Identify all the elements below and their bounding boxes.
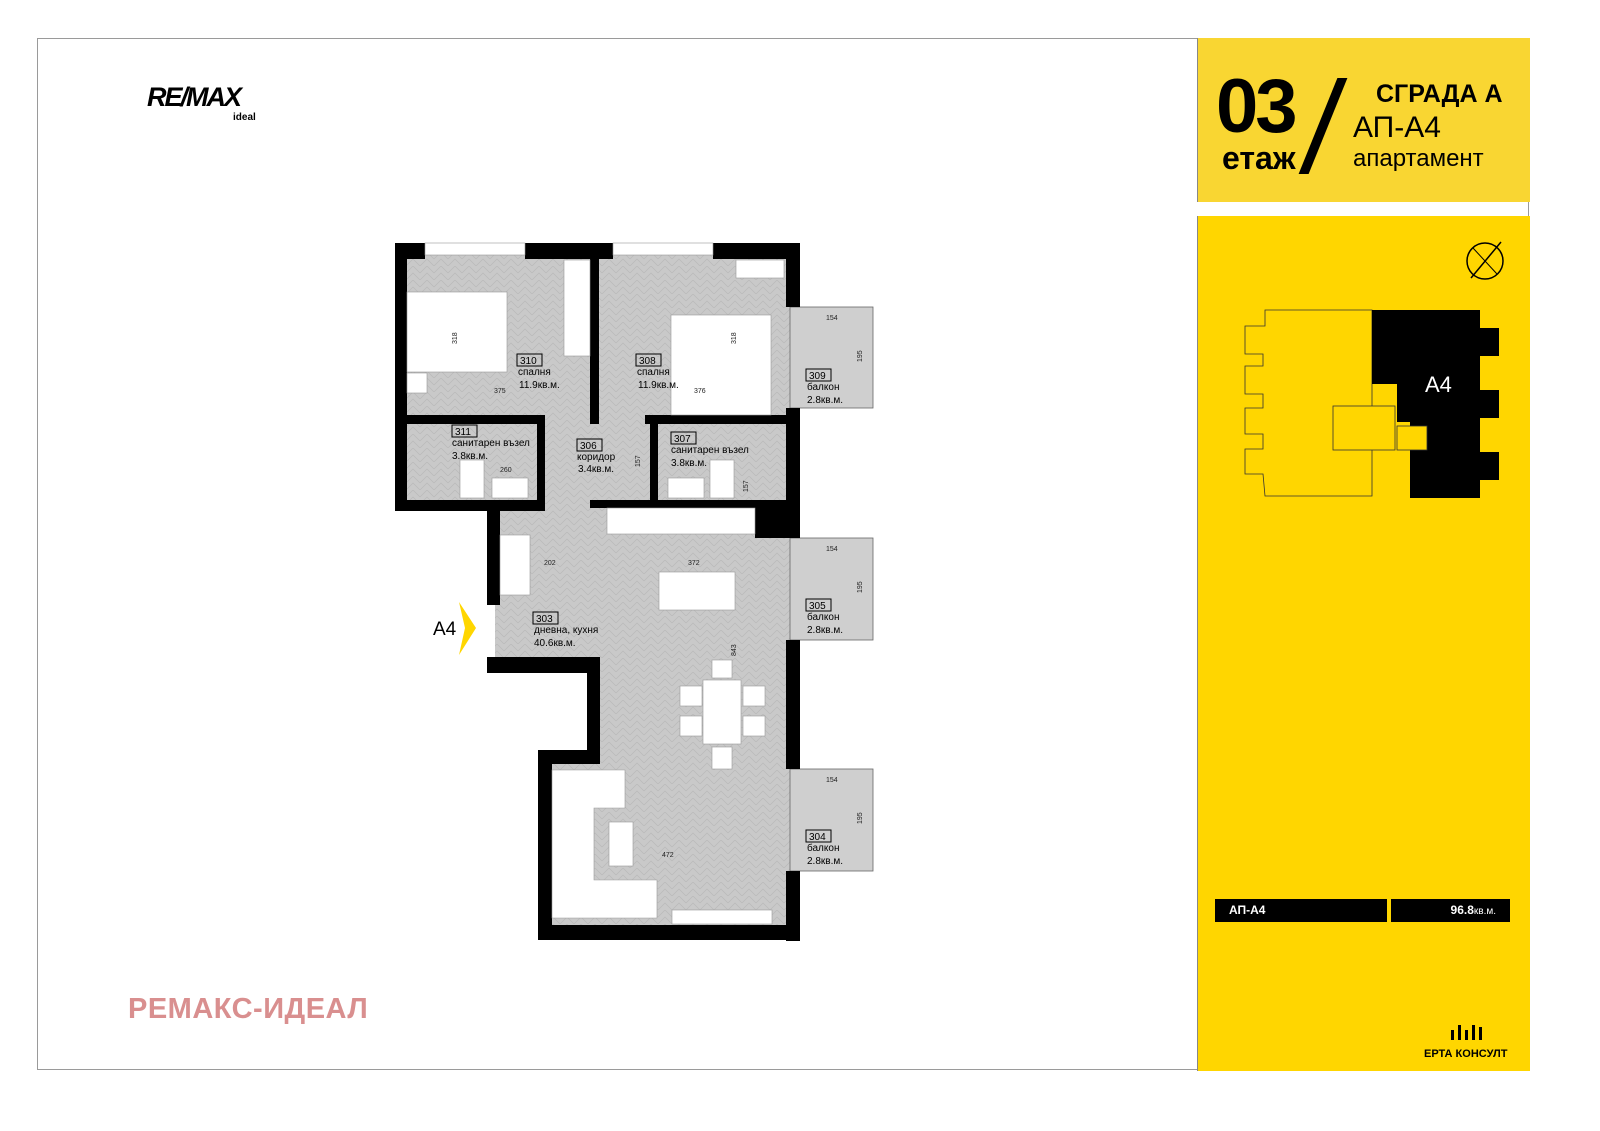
room-number: 309 <box>809 371 826 382</box>
key-plan-unit-a4 <box>1372 310 1499 498</box>
entrance-arrow-icon <box>459 602 476 655</box>
room-area: 3.8кв.м. <box>452 451 488 462</box>
building-name: СГРАДА А <box>1376 80 1503 108</box>
room-306: 306 коридор 3.4кв.м. <box>576 438 616 475</box>
entrance-label: А4 <box>433 619 457 640</box>
room-number: 308 <box>639 356 656 367</box>
room-310: 310 спалня 11.9кв.м. <box>516 353 560 391</box>
apartment-label: апартамент <box>1353 145 1484 172</box>
room-area: 2.8кв.м. <box>807 625 843 636</box>
room-303: 303 дневна, кухня 40.6кв.м. <box>532 611 598 649</box>
key-plan-unit-label: А4 <box>1425 372 1452 397</box>
balcony-305 <box>789 537 874 641</box>
room-area: 11.9кв.м. <box>519 380 560 391</box>
summary-area: 96.8кв.м. <box>1391 899 1510 922</box>
dimension-label: 157 <box>635 455 642 467</box>
room-number: 310 <box>520 356 537 367</box>
dimension-label: 318 <box>452 332 459 344</box>
room-area: 2.8кв.м. <box>807 395 843 406</box>
dimension-label: 157 <box>743 480 750 492</box>
room-area: 3.4кв.м. <box>578 464 614 475</box>
dimension-label: 375 <box>494 388 506 395</box>
room-number: 307 <box>674 434 691 445</box>
room-number: 304 <box>809 832 826 843</box>
room-309: 309 балкон 2.8кв.м. <box>805 368 843 406</box>
room-area: 3.8кв.м. <box>671 458 707 469</box>
furniture <box>406 242 785 925</box>
apartment-code: АП-А4 <box>1353 111 1441 144</box>
north-arrow-icon <box>1466 241 1504 280</box>
entrance-marker: А4 <box>433 602 476 655</box>
logo-brand: RE/MAX <box>147 82 242 112</box>
room-305: 305 балкон 2.8кв.м. <box>805 598 843 636</box>
room-name: санитарен възел <box>452 438 530 449</box>
dimension-label: 154 <box>826 546 838 553</box>
room-number: 311 <box>455 427 471 438</box>
logo-sub: ideal <box>233 112 256 123</box>
dimension-label: 202 <box>544 560 556 567</box>
dimension-label: 154 <box>826 777 838 784</box>
room-number: 306 <box>580 441 597 452</box>
summary-apartment: АП-А4 <box>1215 899 1387 922</box>
room-307: 307 санитарен възел 3.8кв.м. <box>670 431 749 469</box>
room-name: балкон <box>807 381 839 393</box>
balcony-304 <box>789 768 874 872</box>
room-area: 11.9кв.м. <box>638 380 679 391</box>
dimension-label: 260 <box>500 467 512 474</box>
summary-area-unit: кв.м. <box>1473 906 1496 917</box>
erta-logo-text: ЕРТА КОНСУЛТ <box>1424 1048 1508 1060</box>
room-name: балкон <box>807 611 839 623</box>
room-name: спалня <box>518 367 551 378</box>
dimension-label: 472 <box>662 852 674 859</box>
dimension-label: 195 <box>857 350 864 362</box>
floor-plan: 310 спалня 11.9кв.м. 308 спалня 11.9кв.м… <box>395 242 874 941</box>
room-name: санитарен възел <box>671 445 749 456</box>
dimension-label: 154 <box>826 315 838 322</box>
room-area: 40.6кв.м. <box>534 638 576 649</box>
dimension-label: 195 <box>857 812 864 824</box>
room-number: 303 <box>536 614 553 625</box>
floor-number: 03 <box>1216 64 1298 149</box>
watermark: РЕМАКС-ИДЕАЛ <box>128 993 369 1025</box>
room-name: коридор <box>577 452 616 463</box>
erta-logo-icon <box>1450 1022 1486 1047</box>
summary-area-value: 96.8 <box>1450 903 1474 917</box>
key-plan: А4 <box>1244 241 1504 498</box>
dimension-label: 318 <box>731 332 738 344</box>
balcony-309 <box>789 306 874 409</box>
floor-label: етаж <box>1222 140 1296 176</box>
dimension-label: 372 <box>688 560 700 567</box>
room-name: дневна, кухня <box>534 625 598 636</box>
room-308: 308 спалня 11.9кв.м. <box>635 353 679 391</box>
dimension-label: 843 <box>731 644 738 656</box>
header-panel <box>1197 38 1530 202</box>
key-plan-building <box>1244 309 1373 497</box>
room-name: спалня <box>637 367 670 378</box>
room-number: 305 <box>809 601 826 612</box>
room-304: 304 балкон 2.8кв.м. <box>805 829 843 867</box>
key-plan-elevator <box>1396 425 1428 451</box>
dimension-label: 195 <box>857 581 864 593</box>
key-plan-stairs <box>1332 405 1396 451</box>
walls <box>395 243 800 941</box>
remax-logo: RE/MAX ideal <box>147 84 277 126</box>
dimensions: 318 375 318 376 154 195 260 157 157 154 … <box>452 315 864 859</box>
room-311: 311 санитарен възел 3.8кв.м. <box>451 424 530 462</box>
room-name: балкон <box>807 842 839 854</box>
dimension-label: 376 <box>694 388 706 395</box>
room-area: 2.8кв.м. <box>807 856 843 867</box>
